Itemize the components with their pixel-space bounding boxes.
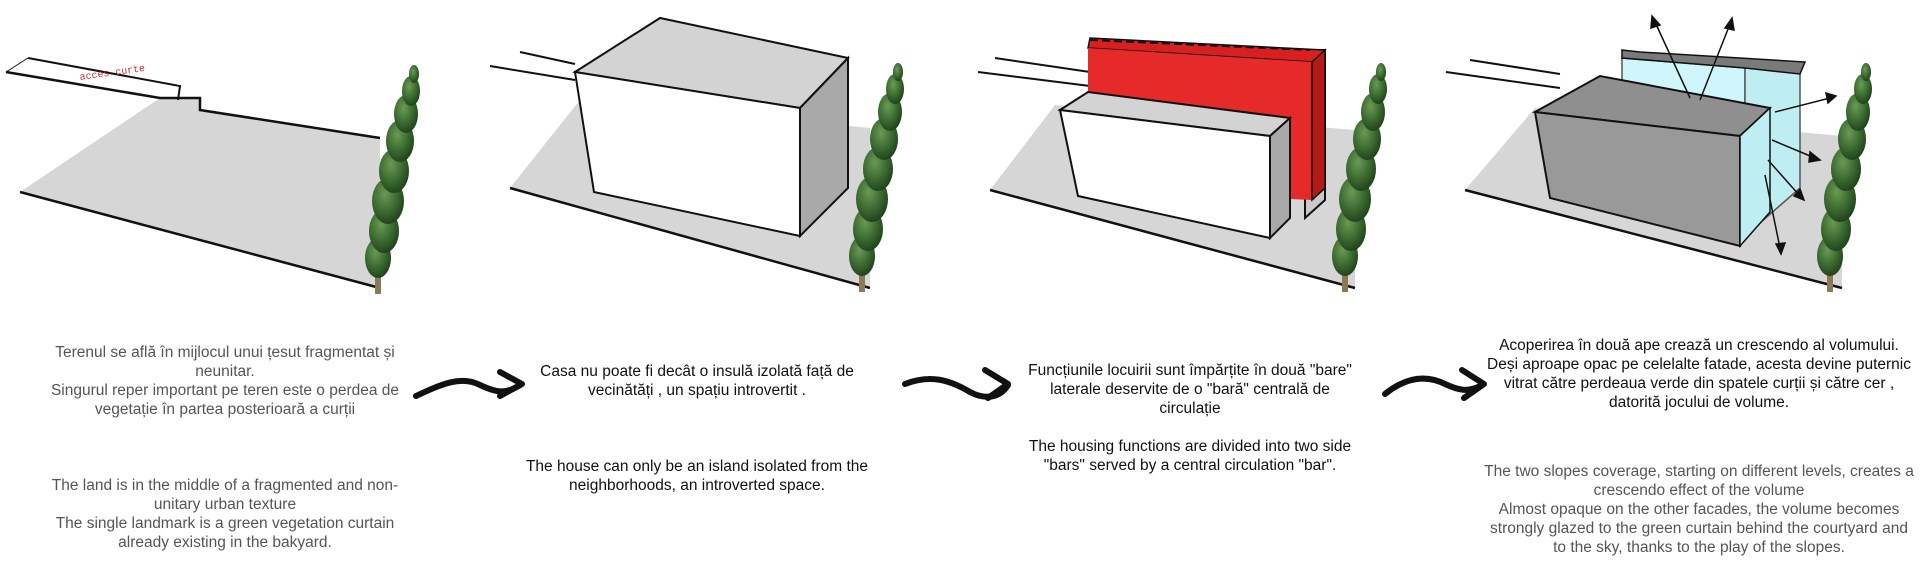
site-access-label: acces curte bbox=[79, 64, 146, 84]
step-1-ro: Terenul se află în mijlocul unui țesut f… bbox=[50, 344, 400, 418]
step-4-description: Acoperirea în două ape crează un crescen… bbox=[1484, 317, 1914, 576]
roof-panel bbox=[1445, 14, 1872, 292]
step-arrow-icon bbox=[1382, 367, 1487, 401]
step-4-ro: Acoperirea în două ape crează un crescen… bbox=[1487, 337, 1911, 411]
step-3-description: Funcțiunile locuirii sunt împărțite în d… bbox=[1020, 342, 1360, 494]
step-arrows bbox=[413, 367, 1487, 401]
upper-roof bbox=[1621, 49, 1807, 75]
step-3-en: The housing functions are divided into t… bbox=[1028, 438, 1352, 474]
step-4-en: The two slopes coverage, starting on dif… bbox=[1484, 463, 1914, 556]
step-2-description: Casa nu poate fi decât o insulă izolată … bbox=[522, 343, 872, 514]
view-arrows bbox=[1650, 14, 1838, 256]
step-3-ro: Funcțiunile locuirii sunt împărțite în d… bbox=[1028, 362, 1352, 417]
step-arrow-icon bbox=[413, 369, 525, 399]
site-panel: acces curte bbox=[5, 57, 420, 294]
step-2-en: The house can only be an island isolated… bbox=[525, 458, 869, 494]
step-1-description: Terenul se află în mijlocul unui țesut f… bbox=[45, 324, 405, 571]
step-arrow-icon bbox=[902, 367, 1011, 401]
site-ground bbox=[20, 98, 380, 288]
step-1-en: The land is in the middle of a fragmente… bbox=[51, 477, 399, 551]
box-side bbox=[799, 55, 849, 239]
island-panel bbox=[489, 16, 904, 292]
step-2-ro: Casa nu poate fi decât o insulă izolată … bbox=[540, 363, 854, 399]
bars-panel bbox=[977, 37, 1387, 292]
